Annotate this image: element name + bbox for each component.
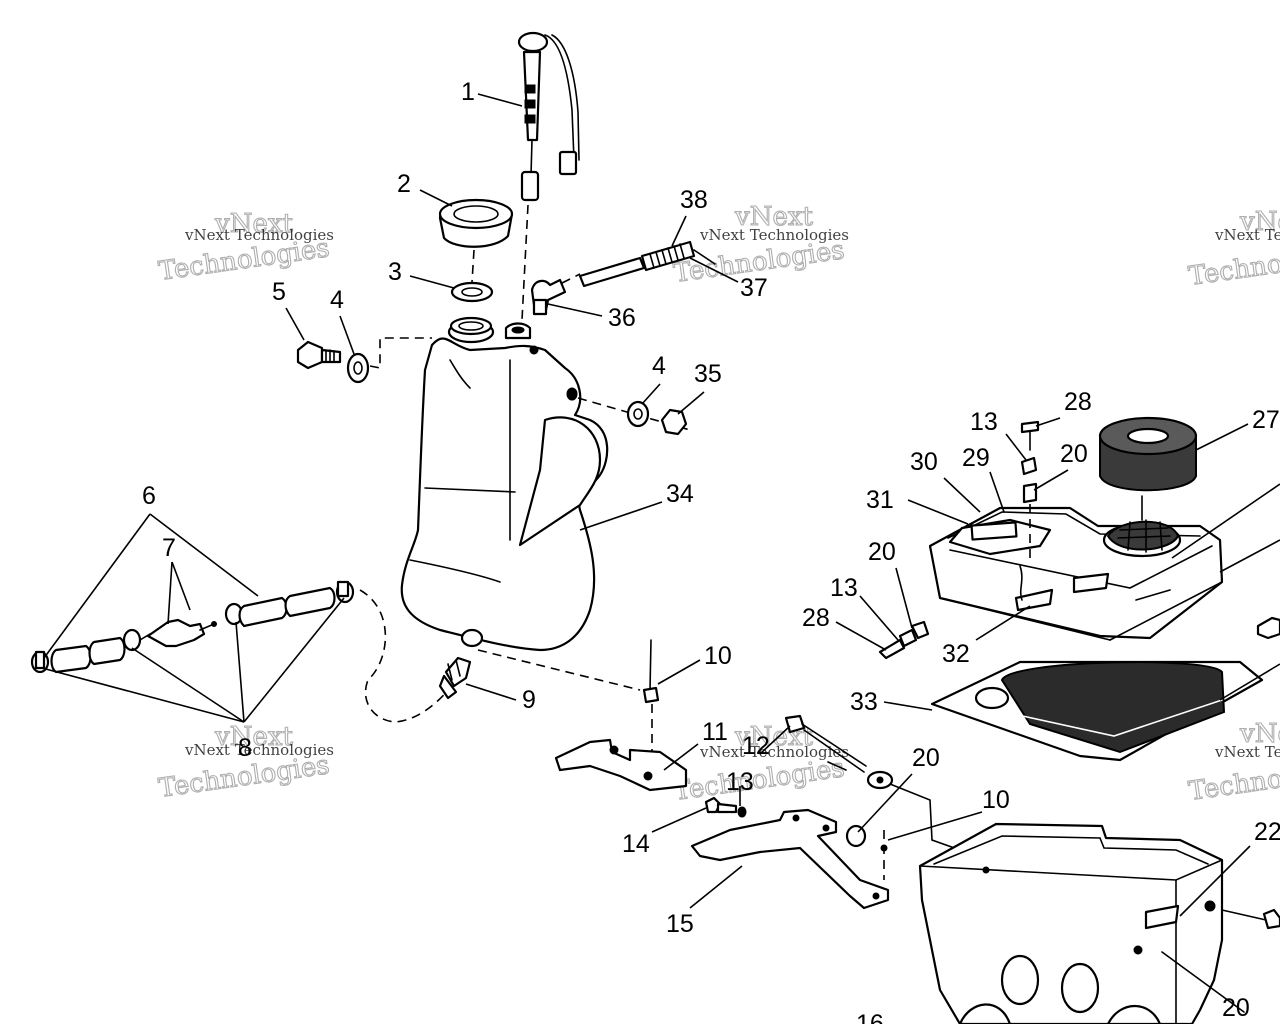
hose-clamp bbox=[122, 628, 142, 652]
callout-30: 30 bbox=[910, 448, 938, 476]
clip bbox=[1256, 616, 1280, 640]
callout-38: 38 bbox=[680, 186, 708, 214]
dashed-guide bbox=[561, 273, 581, 284]
fuel-filter bbox=[139, 618, 217, 648]
callout-15: 15 bbox=[666, 910, 694, 938]
bolt bbox=[704, 796, 738, 814]
callout-10b: 10 bbox=[982, 786, 1010, 814]
watermark-text: vNext Technologies bbox=[1214, 743, 1280, 761]
watermark-top-center: vNext vNext Technologies Technologies bbox=[671, 201, 849, 289]
spring bbox=[578, 240, 716, 288]
watermark-text: vNext Technologies bbox=[699, 743, 849, 761]
leader-lines bbox=[41, 93, 1280, 917]
screw bbox=[1020, 420, 1040, 560]
bracket bbox=[690, 808, 890, 910]
callout-27: 27 bbox=[1252, 406, 1280, 434]
callout-36: 36 bbox=[608, 304, 636, 332]
callout-4: 4 bbox=[330, 286, 344, 314]
air-filter-foam bbox=[1098, 416, 1198, 492]
washer bbox=[626, 400, 650, 428]
fastener bbox=[880, 844, 888, 852]
callout-37: 37 bbox=[740, 274, 768, 302]
watermark-text: vNext Technologies bbox=[184, 741, 334, 759]
callout-3: 3 bbox=[388, 258, 402, 286]
callout-13c: 13 bbox=[830, 574, 858, 602]
callout-10: 10 bbox=[704, 642, 732, 670]
callout-9: 9 bbox=[522, 686, 536, 714]
callout-33: 33 bbox=[850, 688, 878, 716]
fuel-fitting bbox=[438, 656, 472, 700]
fuel-cap bbox=[438, 198, 514, 248]
callout-7: 7 bbox=[162, 534, 176, 562]
washer bbox=[737, 806, 747, 818]
nut bbox=[845, 824, 867, 848]
fuel-gauge-sender bbox=[517, 31, 580, 321]
fuel-line-kit bbox=[30, 580, 355, 674]
callout-20c: 20 bbox=[1060, 440, 1088, 468]
watermark-text: vNext bbox=[734, 202, 813, 232]
screw bbox=[878, 620, 930, 660]
callout-2: 2 bbox=[397, 170, 411, 198]
callout-35: 35 bbox=[694, 360, 722, 388]
bolt bbox=[296, 340, 342, 370]
callout-11: 11 bbox=[702, 718, 728, 746]
callout-32: 32 bbox=[942, 640, 970, 668]
watermark-text: vNext bbox=[214, 722, 293, 752]
airbox bbox=[918, 822, 1224, 1024]
leader bbox=[1161, 951, 1245, 1013]
watermark-text: Technologies bbox=[672, 753, 847, 807]
fuel-tank bbox=[400, 316, 609, 652]
watermark-top-left: vNext vNext Technologies Technologies bbox=[156, 208, 334, 287]
linkage-rod bbox=[784, 714, 961, 851]
callout-20: 20 bbox=[912, 744, 940, 772]
dashed-guide bbox=[359, 589, 451, 723]
watermark-text: vNext bbox=[1239, 719, 1280, 749]
callout-1: 1 bbox=[461, 78, 475, 106]
callout-4b: 4 bbox=[652, 352, 666, 380]
dashed-guide bbox=[477, 649, 641, 691]
watermark-text: Technologies bbox=[1187, 238, 1280, 292]
vent-fitting bbox=[530, 278, 567, 316]
nut bbox=[660, 408, 688, 436]
bolt bbox=[1221, 908, 1280, 930]
dashed-guide bbox=[369, 337, 432, 369]
watermark-top-right: vNext vNext Technologies Technologies bbox=[1186, 206, 1280, 292]
callout-29: 29 bbox=[962, 444, 990, 472]
callout-20d: 20 bbox=[868, 538, 896, 566]
air-filter-element bbox=[930, 660, 1264, 762]
callout-12: 12 bbox=[742, 732, 770, 760]
watermark-text: vNext Technologies bbox=[184, 226, 334, 244]
callout-labels: 1 2 3 4 5 4 35 36 37 38 6 7 8 9 10 11 12… bbox=[142, 78, 1280, 1024]
airbox-lid bbox=[928, 506, 1224, 641]
watermark-text: vNext bbox=[214, 209, 293, 239]
watermark-text: Technologies bbox=[1187, 753, 1280, 807]
callout-28: 28 bbox=[1064, 388, 1092, 416]
washer bbox=[346, 352, 370, 384]
dashed-guide bbox=[471, 249, 475, 283]
hose-clamp bbox=[335, 580, 355, 604]
tie-strap bbox=[642, 639, 660, 760]
callout-8: 8 bbox=[238, 734, 252, 762]
callout-34: 34 bbox=[666, 480, 694, 508]
callout-14: 14 bbox=[622, 830, 650, 858]
callout-31: 31 bbox=[866, 486, 894, 514]
tank-bracket bbox=[554, 738, 688, 792]
callout-16: 16 bbox=[856, 1010, 884, 1024]
callout-13b: 13 bbox=[970, 408, 998, 436]
callout-28b: 28 bbox=[802, 604, 830, 632]
callout-6: 6 bbox=[142, 482, 156, 510]
watermark-text: vNext Technologies bbox=[699, 226, 849, 244]
watermark-bottom-right: vNext vNext Technologies Technologies bbox=[1186, 718, 1280, 807]
callout-20b: 20 bbox=[1222, 994, 1250, 1022]
watermark-text: vNext Technologies bbox=[1214, 226, 1280, 244]
callout-22: 22 bbox=[1254, 818, 1280, 846]
callout-13: 13 bbox=[726, 768, 754, 796]
watermark-text: vNext bbox=[1239, 207, 1280, 237]
callout-5: 5 bbox=[272, 278, 286, 306]
cap-gasket bbox=[450, 281, 494, 303]
